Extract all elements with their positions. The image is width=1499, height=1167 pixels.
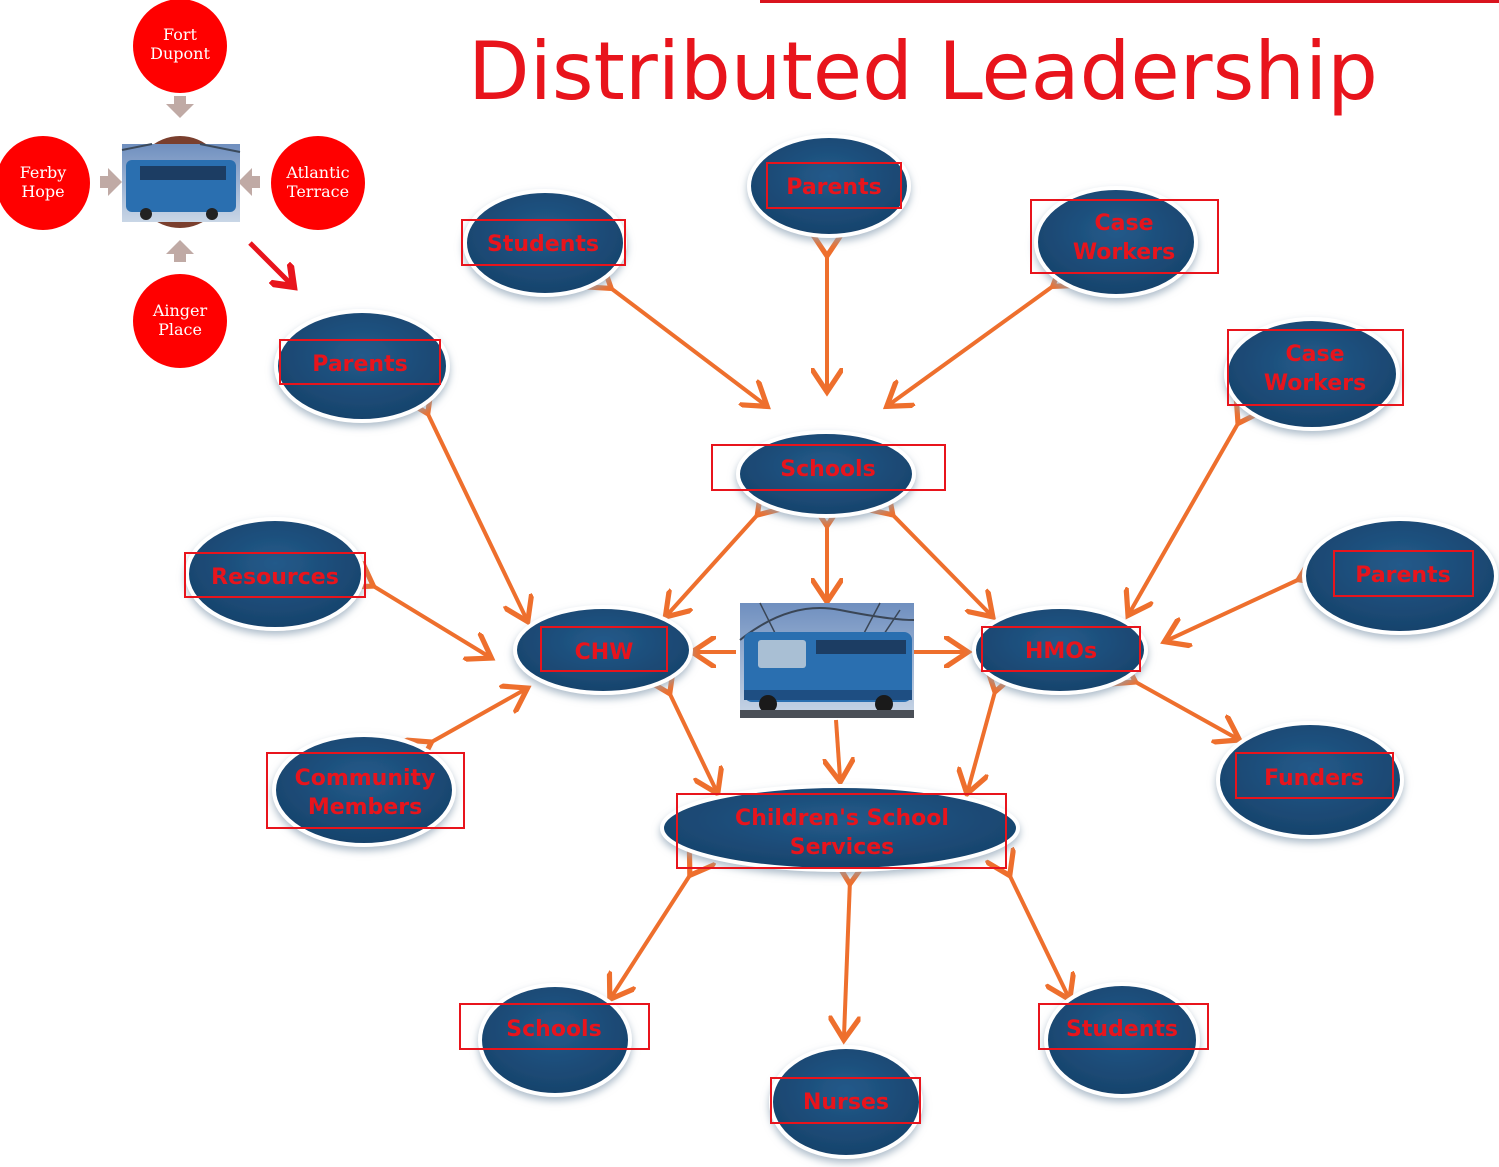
inset-circle-fort-dupont <box>133 0 227 93</box>
inset-arrow-top <box>166 96 194 118</box>
arrow-schools-case-workers <box>890 284 1056 404</box>
node-label-students-top: Students <box>487 232 599 257</box>
label-line: Case <box>1094 211 1153 236</box>
inset-arrow-right <box>238 168 260 196</box>
inset-circle-ainger-place <box>133 274 227 368</box>
slide-title: Distributed Leadership <box>468 25 1378 118</box>
label-line: Atlantic <box>285 163 349 182</box>
node-parents-right: Parents <box>1302 517 1498 635</box>
node-label-hmos: HMOs <box>1025 639 1097 664</box>
node-parents-left: Parents <box>274 309 450 423</box>
label-line: Members <box>308 795 422 820</box>
arrow-chw-resources <box>370 584 488 656</box>
inset-arrow-bottom <box>166 240 194 262</box>
node-schools-bottom: Schools <box>459 983 650 1097</box>
node-label-schools-center: Schools <box>780 457 875 482</box>
node-label-funders: Funders <box>1264 766 1364 791</box>
connector-arrows <box>370 252 1302 1036</box>
arrow-chw-community <box>428 690 524 744</box>
inset-circle-atlantic-terrace <box>271 136 365 230</box>
node-label-resources: Resources <box>211 565 339 590</box>
node-hmos: HMOs <box>972 605 1148 695</box>
node-chw: CHW <box>513 605 693 695</box>
label-line: Fort <box>163 25 198 44</box>
top-accent-line <box>760 0 1499 3</box>
label-line: Ferby <box>20 163 67 182</box>
arrow-schools-chw <box>668 512 760 614</box>
label-line: Children's School <box>735 806 949 831</box>
arrow-hmos-services <box>968 688 996 790</box>
node-schools-center: Schools <box>711 430 946 518</box>
label-line: Ainger <box>152 301 208 320</box>
label-line: Place <box>158 320 202 339</box>
label-line: Workers <box>1264 371 1366 396</box>
arrow-hmos-funders <box>1132 680 1236 738</box>
arrow-hmos-case-workers <box>1130 420 1240 612</box>
node-label-parents-right: Parents <box>1355 563 1450 588</box>
arrow-services-students <box>1008 872 1068 996</box>
center-bus-photo <box>739 602 915 718</box>
label-line: Case <box>1285 342 1344 367</box>
node-label-chw: CHW <box>575 640 634 665</box>
inset-circle-ferby-hope <box>0 136 90 230</box>
node-parents-top: Parents <box>747 134 911 238</box>
node-resources: Resources <box>184 517 366 631</box>
arrow-services-nurses <box>844 880 850 1036</box>
label-line: Hope <box>21 182 64 201</box>
arrow-services-schools <box>612 872 692 996</box>
inset-pointer-arrow <box>248 241 290 283</box>
node-label-schools-bottom: Schools <box>506 1017 601 1042</box>
node-label-students-bottom: Students <box>1066 1017 1178 1042</box>
arrow-bus-services <box>836 719 840 778</box>
node-label-nurses: Nurses <box>803 1090 889 1115</box>
label-line: Terrace <box>287 182 349 201</box>
inset-arrow-left <box>100 168 122 196</box>
arrow-schools-students <box>608 286 764 404</box>
label-line: Workers <box>1073 240 1175 265</box>
node-nurses: Nurses <box>769 1045 923 1159</box>
arrow-schools-hmos <box>890 512 990 614</box>
label-line: Services <box>790 835 895 860</box>
label-line: Dupont <box>150 44 210 63</box>
arrow-chw-parents <box>426 410 526 618</box>
arrow-hmos-parents <box>1168 578 1302 640</box>
node-label-parents-left: Parents <box>312 352 407 377</box>
node-label-parents-top: Parents <box>786 175 881 200</box>
arrow-chw-services <box>668 690 716 790</box>
label-line: Community <box>295 766 436 791</box>
inset-bus-photo <box>121 143 241 222</box>
node-students-top: Students <box>461 189 627 297</box>
node-funders: Funders <box>1216 721 1404 839</box>
node-students-bottom: Students <box>1038 982 1209 1098</box>
